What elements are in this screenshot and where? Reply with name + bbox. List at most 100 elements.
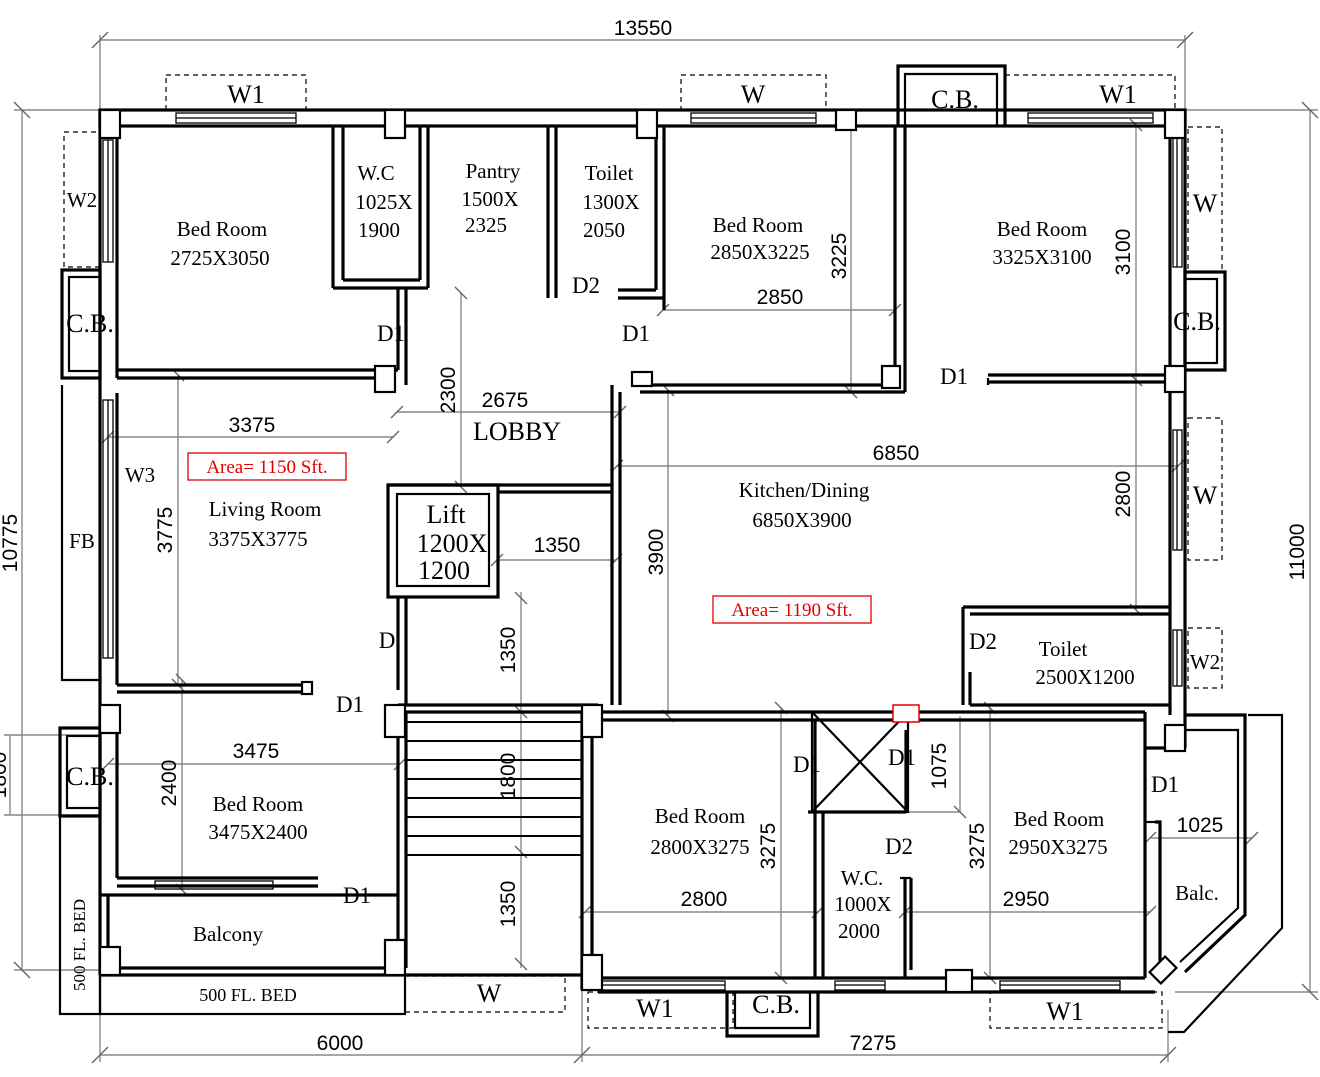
cb-right: C.B. (1173, 307, 1221, 336)
lift-name: Lift (427, 500, 467, 529)
wc-top-name: W.C (357, 161, 394, 185)
dim-bed-se-width: 2950 (1003, 888, 1050, 911)
door-labels: D2 D1 D1 D1 D D2 D1 D1 D1 D1 D2 D1 (336, 273, 1179, 908)
bed-ne-size: 3325X3100 (992, 245, 1091, 269)
cb-top: C.B. (931, 85, 979, 114)
columns (98, 108, 1187, 994)
door-d1-bed-sw: D1 (343, 883, 371, 908)
bed-se-size: 2950X3275 (1008, 835, 1107, 859)
toilet-top-h: 2050 (583, 218, 625, 242)
overall-dimensions: 13550 10775 11000 1800 6000 7275 (0, 17, 1309, 1055)
dim-kitchen-width: 6850 (873, 442, 920, 465)
dim-kitchen-height: 3900 (645, 529, 668, 576)
dim-overall-left-partial: 1800 (0, 752, 11, 799)
window-w2-left: W2 (67, 188, 97, 212)
dim-bed-sw-height: 2400 (158, 760, 181, 807)
fl-bed-bottom: 500 FL. BED (199, 985, 297, 1005)
dim-bed-bm-height: 3275 (757, 823, 780, 870)
window-w-right-top: W (1193, 189, 1218, 218)
dim-stair-mid: 1800 (497, 753, 520, 800)
dim-bed-nw-width: 3375 (229, 414, 276, 437)
lift-h: 1200 (418, 556, 470, 585)
bed-bm-size: 2800X3275 (650, 835, 749, 859)
dim-bed-sw-width: 3475 (233, 740, 280, 763)
dim-bottom-right: 7275 (850, 1032, 897, 1055)
bed-sw-name: Bed Room (213, 792, 303, 816)
staircase (406, 721, 582, 856)
window-w-top: W (741, 80, 766, 109)
dim-shaft-height: 1075 (928, 743, 951, 790)
dim-bed-se-height: 3275 (966, 823, 989, 870)
red-marker (892, 704, 920, 723)
door-d2-toilet-top: D2 (572, 273, 600, 298)
dim-bed-ne-height: 3100 (1112, 229, 1135, 276)
door-d1-living: D1 (336, 692, 364, 717)
wc-top-w: 1025X (355, 190, 412, 214)
window-w1-bottom-right: W1 (1046, 997, 1084, 1026)
door-stubs (900, 378, 1160, 880)
wc-bottom-name: W.C. (841, 866, 883, 890)
toilet-top-w: 1300X (582, 190, 639, 214)
area-kitchen-box (712, 595, 872, 624)
balcony-name: Balcony (193, 922, 263, 946)
area-labels: Area= 1150 Sft. Area= 1190 Sft. (187, 452, 872, 624)
windows (102, 112, 1183, 991)
area-living-box (187, 452, 347, 481)
bed-bm-name: Bed Room (655, 804, 745, 828)
window-w1-top-left: W1 (227, 80, 265, 109)
window-w3: W3 (125, 463, 155, 487)
bed-se-name: Bed Room (1014, 807, 1104, 831)
dim-lobby-height: 2300 (437, 367, 460, 414)
door-d1-bed-top-mid: D1 (622, 321, 650, 346)
bed-ne-name: Bed Room (997, 217, 1087, 241)
window-w1-bottom-mid: W1 (636, 994, 674, 1023)
fixture-labels: FB 500 FL. BED 500 FL. BED (69, 529, 297, 1005)
area-kitchen: Area= 1190 Sft. (731, 600, 852, 621)
dim-overall-right: 11000 (1286, 524, 1309, 581)
dim-bed-top-mid-width: 2850 (757, 286, 804, 309)
toilet-right-size: 2500X1200 (1035, 665, 1134, 689)
dim-lobby-width: 2675 (482, 389, 529, 412)
door-d-living: D (379, 628, 396, 653)
door-d1-bed-ne: D1 (940, 364, 968, 389)
balc-se-name: Balc. (1175, 881, 1219, 905)
bed-top-mid-size: 2850X3225 (710, 240, 809, 264)
dim-stair-bottom: 1350 (497, 881, 520, 928)
door-d2-wc-bottom: D2 (885, 834, 913, 859)
cb-left-top: C.B. (66, 309, 114, 338)
pantry-name: Pantry (466, 159, 521, 183)
wc-bottom-h: 2000 (838, 919, 880, 943)
cb-bottom: C.B. (752, 990, 800, 1019)
balcony-corner (1148, 955, 1178, 985)
cb-left-bottom: C.B. (66, 762, 114, 791)
interior-dimensions: 3375 3775 2675 2300 2850 3225 3100 6850 … (154, 229, 1223, 928)
walls (58, 64, 1284, 1038)
door-d1-bed-bm: D1 (793, 752, 821, 777)
lift-w: 1200X (417, 529, 488, 558)
window-w-bottom-left: W (477, 979, 502, 1008)
wc-top-h: 1900 (358, 218, 400, 242)
dim-stair-top: 1350 (497, 627, 520, 674)
bed-nw-size: 2725X3050 (170, 246, 269, 270)
area-living: Area= 1150 Sft. (206, 457, 327, 478)
dim-living-height: 3775 (154, 507, 177, 554)
door-d1-bed-se: D1 (1151, 772, 1179, 797)
duct-shaft (810, 710, 910, 814)
bed-top-mid-name: Bed Room (713, 213, 803, 237)
window-w1-top-right: W1 (1099, 80, 1137, 109)
wc-bottom-w: 1000X (834, 892, 891, 916)
dim-kitchen-right-height: 2800 (1112, 471, 1135, 518)
door-d1-bed-nw: D1 (377, 321, 405, 346)
kitchen-name: Kitchen/Dining (739, 478, 870, 502)
door-d2-toilet-right: D2 (969, 629, 997, 654)
dimension-lines (4, 31, 1319, 1064)
living-name: Living Room (209, 497, 322, 521)
window-labels: W1 W W1 C.B. W2 C.B. W C.B. W3 W W2 C.B.… (66, 80, 1221, 1026)
window-w2-right: W2 (1190, 650, 1220, 674)
dim-bed-top-mid-height: 3225 (828, 233, 851, 280)
dim-bed-bm-width: 2800 (681, 888, 728, 911)
dim-overall-left: 10775 (0, 514, 22, 572)
bed-sw-size: 3475X2400 (208, 820, 307, 844)
door-d1-shaft: D1 (888, 745, 916, 770)
